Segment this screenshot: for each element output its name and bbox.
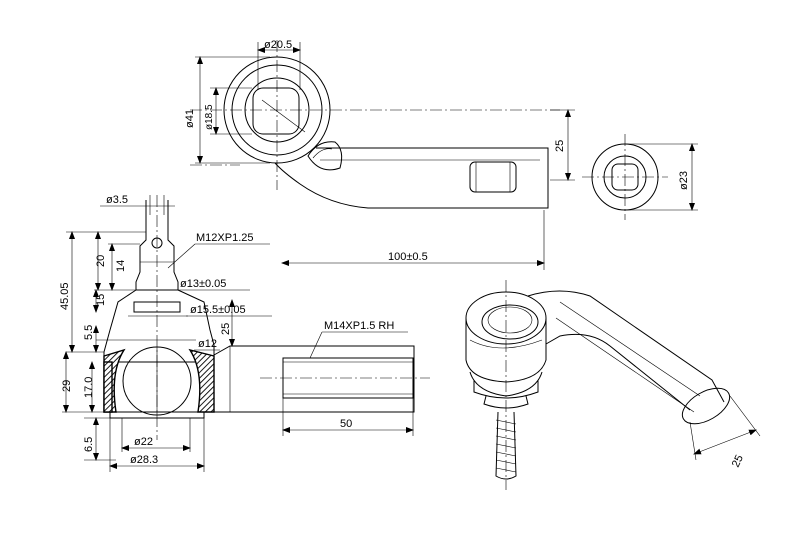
dim-dia-20-5: ø20.5 bbox=[264, 39, 292, 51]
dim-15: 15 bbox=[95, 294, 107, 306]
dim-17: 17.0 bbox=[83, 377, 95, 398]
dim-dia-15-5: ø15.5±0.05 bbox=[190, 304, 246, 316]
dim-14: 14 bbox=[115, 260, 127, 272]
isometric-view: 25 bbox=[465, 280, 761, 490]
dim-height-25: 25 bbox=[554, 140, 566, 152]
end-view: ø23 bbox=[582, 134, 698, 220]
dim-6-5: 6.5 bbox=[83, 437, 95, 452]
dim-29: 29 bbox=[61, 380, 73, 392]
dim-45-05: 45.05 bbox=[59, 282, 71, 310]
dim-25-side: 25 bbox=[220, 323, 232, 335]
dim-20: 20 bbox=[95, 255, 107, 267]
dim-thread-m14: M14XP1.5 RH bbox=[324, 320, 394, 332]
dim-overall-length: 100±0.5 bbox=[388, 251, 428, 263]
dim-dia-28-3: ø28.3 bbox=[130, 454, 158, 466]
dim-dia-41: ø41 bbox=[184, 109, 196, 128]
dim-dia-22: ø22 bbox=[134, 436, 153, 448]
top-view: ø20.5 ø41 ø18.5 25 bbox=[184, 39, 575, 209]
dim-dia-18-5: ø18.5 bbox=[204, 104, 215, 130]
dim-50: 50 bbox=[340, 418, 352, 430]
dim-dia-12: ø12 bbox=[198, 338, 217, 350]
dim-thread-m12: M12XP1.25 bbox=[196, 232, 253, 244]
dim-iso-25: 25 bbox=[730, 453, 746, 469]
overall-length-dimension: 100±0.5 bbox=[281, 210, 545, 270]
dim-dia-23: ø23 bbox=[678, 171, 690, 190]
dim-dia-13: ø13±0.05 bbox=[180, 278, 226, 290]
dim-5-5: 5.5 bbox=[83, 325, 95, 340]
dim-dia-3-5: ø3.5 bbox=[106, 194, 128, 206]
side-view: ø3.5 M12XP1.25 45.05 20 14 ø13±0.05 15 ø… bbox=[59, 194, 430, 472]
